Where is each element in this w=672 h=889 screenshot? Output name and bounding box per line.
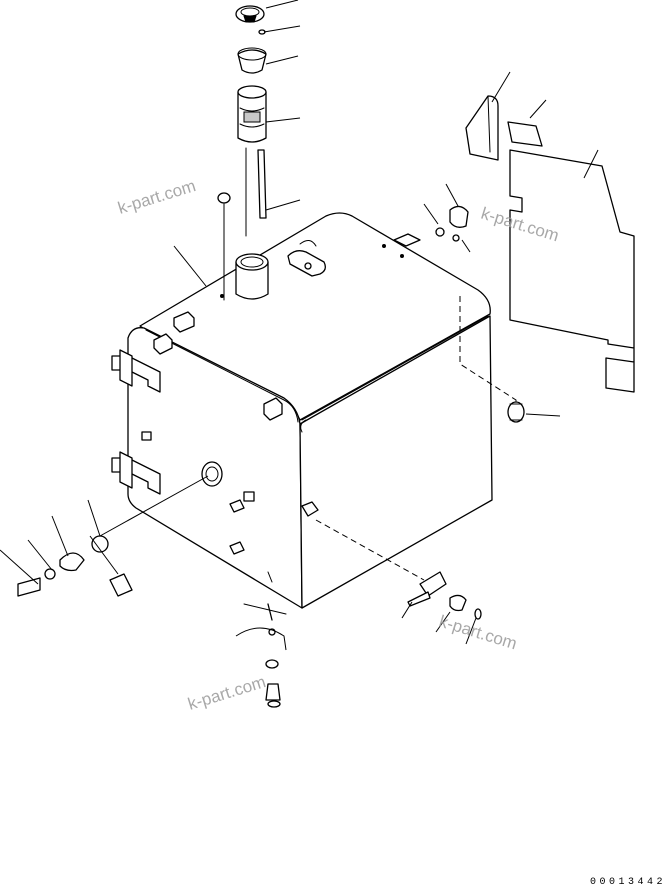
elbow-fitting-icon: [435, 205, 469, 242]
cover-panel-icon: [465, 95, 635, 393]
bolt-icon: [217, 192, 231, 301]
hidden-line: [459, 296, 517, 404]
level-gauge-parts: [17, 535, 133, 597]
leader-lines: [0, 0, 599, 651]
watermark: k-part.com: [186, 672, 268, 714]
hydraulic-tank-icon: [111, 212, 493, 609]
drain-parts: [243, 603, 287, 708]
valve-icon: [407, 571, 482, 620]
strainer-icon: [237, 47, 267, 237]
fitting-icon: [507, 401, 525, 423]
hidden-line: [315, 519, 425, 581]
filler-cap-icon: [235, 5, 266, 35]
drawing-number: 00013442: [590, 877, 666, 888]
watermark: k-part.com: [116, 176, 198, 218]
